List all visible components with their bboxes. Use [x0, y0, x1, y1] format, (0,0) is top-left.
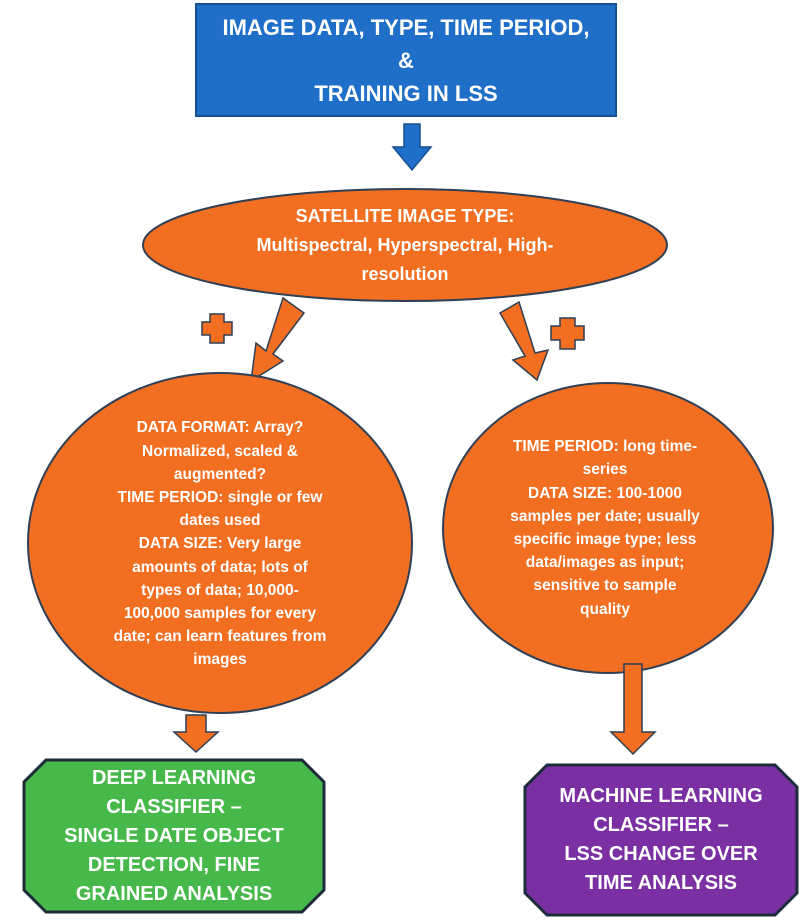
deep-learning-box [22, 758, 326, 914]
left-ellipse-line: DATA FORMAT: Array? [136, 419, 304, 437]
satellite-ellipse [142, 188, 668, 302]
machine-learning-box [523, 763, 799, 917]
arrow-to-machine-learning [609, 663, 657, 756]
machine-learning-line: MACHINE LEARNING [559, 785, 763, 807]
top-box-line-1: IMAGE DATA, TYPE, TIME PERIOD, & [222, 14, 590, 73]
machine-learning-label: MACHINE LEARNING CLASSIFIER – LSS CHANGE… [525, 765, 797, 915]
satellite-ellipse-label: SATELLITE IMAGE TYPE: Multispectral, Hyp… [175, 190, 635, 300]
satellite-line-1: SATELLITE IMAGE TYPE: [295, 205, 515, 226]
top-box-line-2: TRAINING IN LSS [314, 80, 498, 106]
arrow-top-down [391, 123, 433, 172]
satellite-line-2: Multispectral, Hyperspectral, High- [256, 234, 554, 255]
right-ellipse-line: series [582, 461, 628, 479]
machine-learning-line: TIME ANALYSIS [585, 872, 737, 894]
right-ellipse-line: specific image type; less [513, 531, 697, 548]
right-ellipse-line: data/images as input; [525, 554, 685, 572]
left-ellipse-line: date; can learn features from [113, 628, 327, 646]
arrow-to-left-ellipse [250, 296, 306, 383]
right-ellipse-line: DATA SIZE: 100-1000 [528, 484, 682, 502]
top-box-label: IMAGE DATA, TYPE, TIME PERIOD, & TRAININ… [196, 4, 616, 116]
deep-learning-label: DEEP LEARNING CLASSIFIER – SINGLE DATE O… [24, 760, 324, 912]
arrow-to-right-ellipse [498, 300, 550, 382]
left-ellipse-line: 100,000 samples for every [123, 605, 317, 622]
plus-icon-right [550, 317, 585, 350]
plus-icon-left [201, 313, 233, 344]
left-ellipse-line: DATA SIZE: Very large [138, 535, 302, 553]
left-ellipse [27, 372, 413, 714]
machine-learning-line: CLASSIFIER – [593, 814, 729, 836]
machine-learning-line: LSS CHANGE OVER [564, 843, 758, 865]
arrow-to-deep-learning [172, 714, 220, 754]
left-ellipse-line: augmented? [173, 465, 267, 483]
satellite-line-3: resolution [361, 263, 449, 284]
left-ellipse-line: dates used [179, 512, 261, 530]
deep-learning-line: CLASSIFIER – [106, 795, 242, 818]
left-ellipse-label: DATA FORMAT: Array? Normalized, scaled &… [70, 392, 370, 696]
left-ellipse-line: Normalized, scaled & [142, 442, 298, 460]
top-box [195, 3, 617, 117]
left-ellipse-line: types of data; 10,000- [141, 581, 299, 599]
right-ellipse-line: TIME PERIOD: long time- [512, 438, 698, 456]
right-ellipse-line: sensitive to sample [533, 577, 677, 595]
deep-learning-line: GRAINED ANALYSIS [75, 882, 273, 905]
deep-learning-line: DETECTION, FINE [87, 853, 261, 876]
right-ellipse-line: quality [580, 600, 630, 618]
right-ellipse-label: TIME PERIOD: long time- series DATA SIZE… [470, 410, 740, 646]
right-ellipse-line: samples per date; usually [510, 507, 700, 525]
deep-learning-line: DEEP LEARNING [91, 766, 257, 789]
left-ellipse-line: images [193, 651, 247, 669]
right-ellipse [442, 382, 774, 674]
left-ellipse-line: TIME PERIOD: single or few [117, 488, 323, 506]
left-ellipse-line: amounts of data; lots of [132, 558, 308, 576]
deep-learning-line: SINGLE DATE OBJECT [64, 824, 284, 847]
